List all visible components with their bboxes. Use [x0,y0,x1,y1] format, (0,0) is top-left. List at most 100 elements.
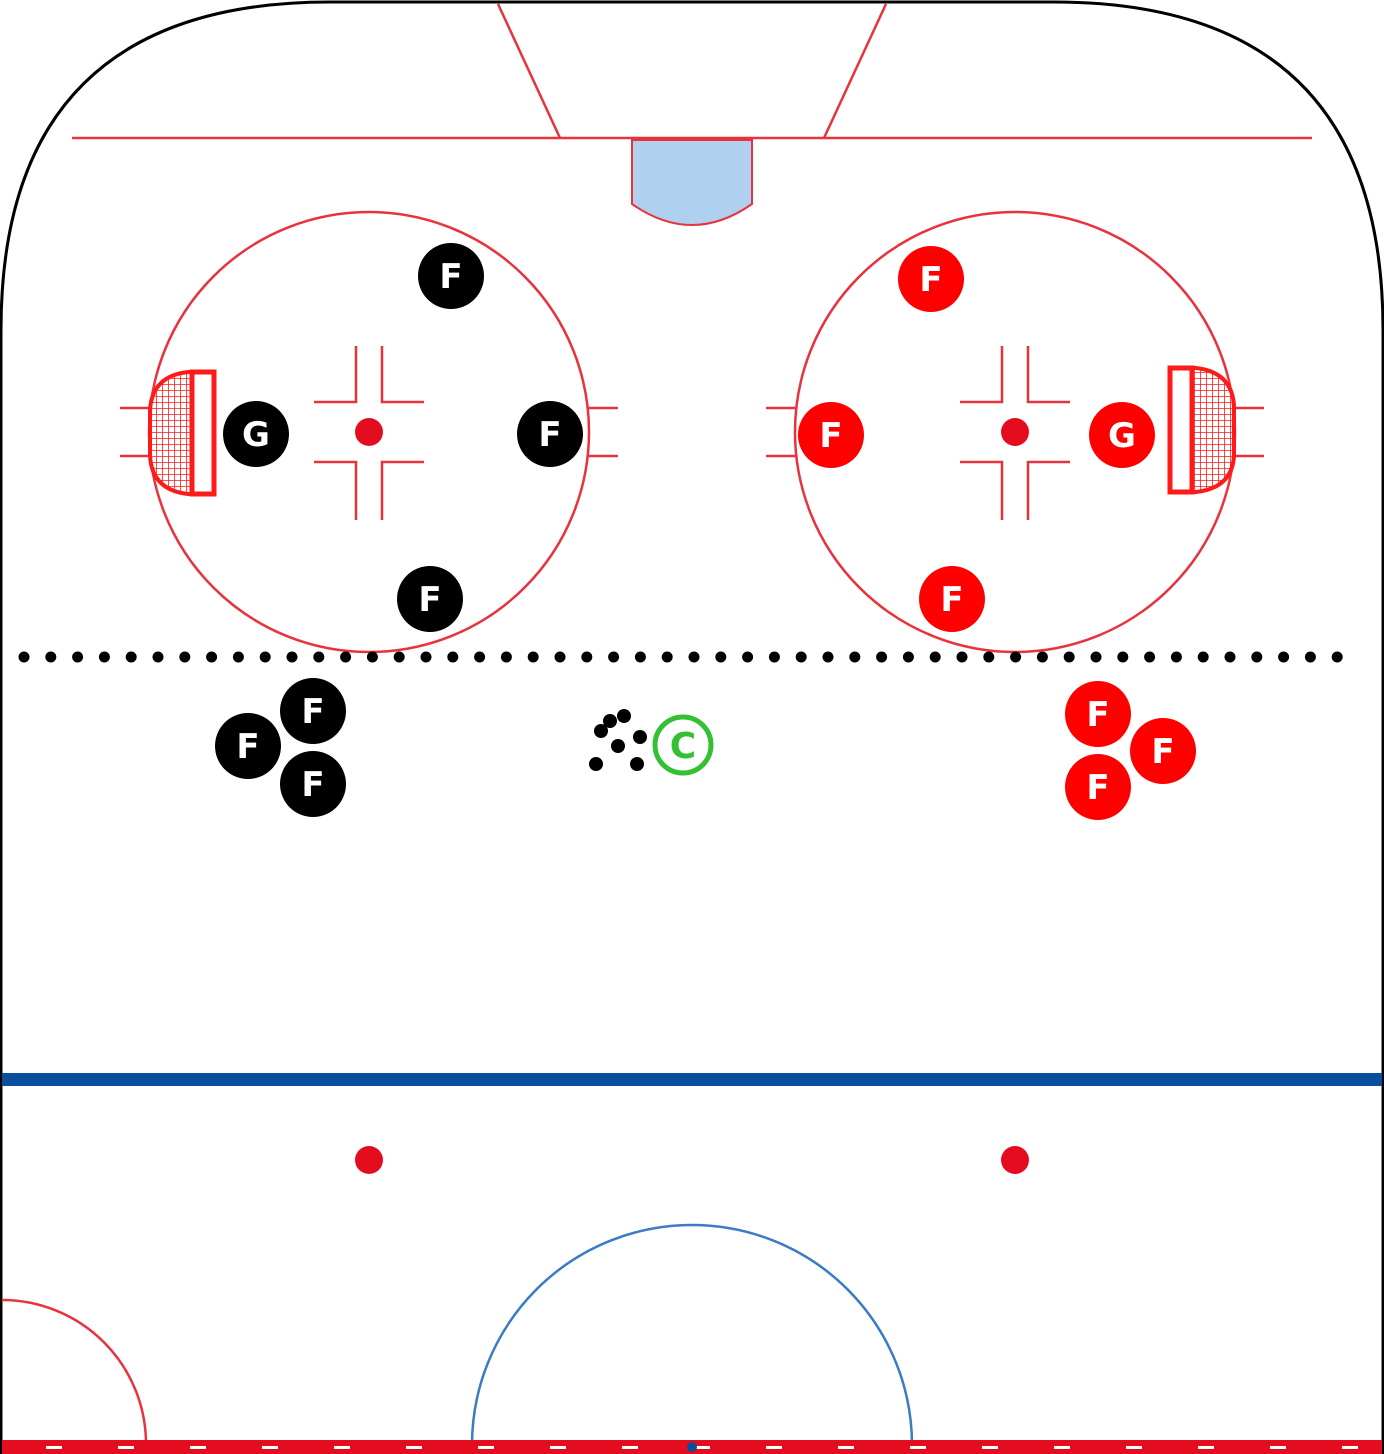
player-token-red[interactable]: F [1130,718,1196,784]
center-line-dash [406,1446,422,1449]
dotted-line-dot [608,651,620,663]
puck-icon[interactable] [633,730,647,744]
player-disc [1065,681,1131,747]
coach-label: C [670,726,696,767]
player-token-red[interactable]: G [1089,402,1155,468]
dotted-line-dot [179,651,191,663]
center-line-dash [1054,1446,1070,1449]
center-line-dash [622,1446,638,1449]
trapezoid-line-left [496,3,562,139]
dotted-line-dot [500,651,512,663]
dotted-line-dot [634,651,646,663]
player-label: F [301,765,324,805]
dotted-line-dot [1278,651,1290,663]
dotted-line-dot [1331,651,1343,663]
player-token-red[interactable]: F [898,246,964,312]
player-token-red[interactable]: F [798,402,864,468]
faceoff-dot-right [1001,418,1029,446]
center-line-dash [766,1446,782,1449]
player-label: F [538,415,561,455]
center-line-dash [1270,1446,1286,1449]
puck-icon[interactable] [594,724,608,738]
puck-icon[interactable] [617,709,631,723]
player-disc [517,401,583,467]
dotted-line-dot [1251,651,1263,663]
puck-icon[interactable] [589,757,603,771]
puck-icon[interactable] [630,757,644,771]
dotted-line-dot [45,651,57,663]
player-token-black[interactable]: F [418,243,484,309]
trapezoid-line-right [822,3,888,139]
dotted-line-dot [822,651,834,663]
dotted-line-dot [554,651,566,663]
player-disc [919,566,985,632]
player-token-black[interactable]: F [215,713,281,779]
player-disc [418,243,484,309]
player-label: F [919,260,942,300]
dotted-line-dot [206,651,218,663]
player-token-black[interactable]: F [280,678,346,744]
coach-icon[interactable]: C [652,714,714,776]
player-token-black[interactable]: F [397,566,463,632]
player-label: G [242,415,270,455]
dotted-line-dot [1170,651,1182,663]
player-disc [215,713,281,779]
player-disc [1130,718,1196,784]
dotted-line-dot [340,651,352,663]
player-token-black[interactable]: G [223,401,289,467]
player-disc [223,401,289,467]
center-line-dash [118,1446,134,1449]
dotted-line-dot [125,651,137,663]
player-label: F [940,580,963,620]
dotted-line-dot [1063,651,1075,663]
dotted-line-dot [1224,651,1236,663]
dotted-line-dot [447,651,459,663]
dotted-line-dot [152,651,164,663]
center-line-dash [262,1446,278,1449]
player-token-black[interactable]: F [517,401,583,467]
puck-icon[interactable] [611,739,625,753]
neutral-dot-left [355,1146,383,1174]
dotted-line-dot [232,651,244,663]
center-line-dash [982,1446,998,1449]
dotted-line-dot [902,651,914,663]
player-token-red[interactable]: F [1065,754,1131,820]
dotted-line-dot [474,651,486,663]
dotted-line-dot [366,651,378,663]
dotted-line-dot [286,651,298,663]
center-line-dash [334,1446,350,1449]
net-icon-left [148,369,217,497]
center-circle [470,1223,914,1446]
dotted-line-dot [259,651,271,663]
player-token-black[interactable]: F [280,751,346,817]
dotted-line-dot [72,651,84,663]
player-disc [280,751,346,817]
dotted-line-dot [313,651,325,663]
dotted-line-dot [420,651,432,663]
pucks-group [589,709,647,771]
player-label: F [236,727,259,767]
player-disc [898,246,964,312]
center-line-dash [550,1446,566,1449]
player-label: F [1086,768,1109,808]
dotted-line-dot [929,651,941,663]
dotted-line [18,651,1343,663]
player-disc [397,566,463,632]
center-line-dash [46,1446,62,1449]
dotted-line-dot [956,651,968,663]
goal-crease [631,139,753,226]
dotted-line-dot [581,651,593,663]
dotted-line-dot [1117,651,1129,663]
player-disc [280,678,346,744]
player-label: F [418,580,441,620]
player-label: F [439,257,462,297]
center-line-dash [694,1446,710,1449]
player-token-red[interactable]: F [1065,681,1131,747]
dotted-line-dot [688,651,700,663]
dotted-line-dot [98,651,110,663]
center-line-dash [1198,1446,1214,1449]
puck-icon[interactable] [603,714,617,728]
dotted-line-dot [1036,651,1048,663]
player-token-red[interactable]: F [919,566,985,632]
